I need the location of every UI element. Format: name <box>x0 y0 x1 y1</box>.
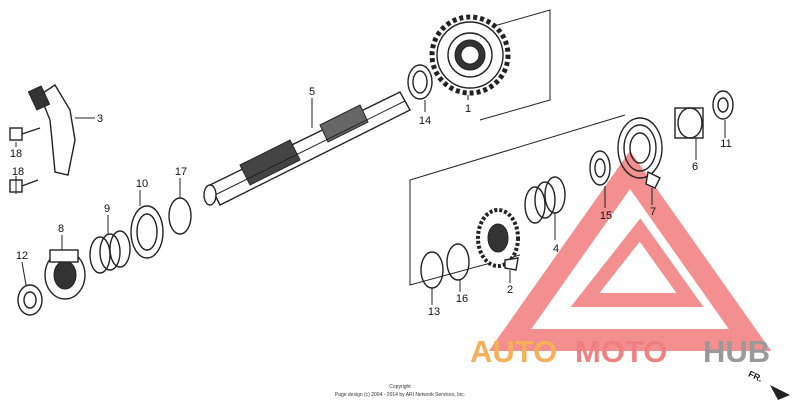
watermark-text: AUTO MOTO HUB <box>470 334 770 369</box>
callout-10: 10 <box>136 178 148 190</box>
watermark-moto: MOTO <box>575 334 667 369</box>
direction-label: FR. <box>747 369 764 384</box>
callout-2: 2 <box>507 284 513 296</box>
arrow-icon <box>770 385 790 400</box>
callout-3: 3 <box>97 113 103 125</box>
part-11-washer[interactable] <box>712 90 734 120</box>
part-4-spring[interactable] <box>524 176 566 224</box>
frame-bracket-lower <box>409 114 626 286</box>
part-18-bolt-upper[interactable] <box>9 127 41 141</box>
callout-12: 12 <box>16 250 28 262</box>
part-14-washer[interactable] <box>407 64 433 100</box>
callout-15: 15 <box>600 210 612 222</box>
part-16-clip[interactable] <box>446 243 470 281</box>
part-8-hub[interactable] <box>44 249 86 300</box>
callout-13: 13 <box>428 306 440 318</box>
watermark-auto: AUTO <box>470 334 557 369</box>
leader-lines <box>15 95 726 305</box>
part-12-washer[interactable] <box>17 284 43 316</box>
callout-7: 7 <box>650 206 656 218</box>
callout-18-lower: 18 <box>12 166 24 178</box>
watermark-logo-triangle <box>488 150 772 351</box>
part-17-circlip[interactable] <box>168 197 192 235</box>
callout-11: 11 <box>720 138 731 150</box>
part-7-spring[interactable] <box>617 117 663 189</box>
callout-1: 1 <box>465 103 471 115</box>
part-10-ring[interactable] <box>130 205 164 259</box>
part-5-shaft[interactable] <box>203 91 411 206</box>
part-3-bracket[interactable] <box>27 84 76 176</box>
part-13-clip[interactable] <box>420 251 444 289</box>
callout-9: 9 <box>104 203 110 215</box>
part-9-spring[interactable] <box>89 230 131 274</box>
copyright-line1: Copyright <box>389 384 411 390</box>
watermark-hub: HUB <box>703 334 770 369</box>
part-15-washer[interactable] <box>589 150 611 186</box>
part-6-collar[interactable] <box>674 107 704 139</box>
callout-4: 4 <box>553 243 559 255</box>
part-1-gear[interactable] <box>429 14 511 96</box>
frame-bracket-upper <box>444 9 551 121</box>
callout-5: 5 <box>309 86 315 98</box>
copyright-line2: Page design (c) 2004 - 2014 by ARI Netwo… <box>335 392 465 398</box>
callout-14: 14 <box>419 115 431 127</box>
callout-17: 17 <box>175 166 187 178</box>
callout-8: 8 <box>58 223 64 235</box>
callout-6: 6 <box>692 161 698 173</box>
direction-indicator: FR. <box>747 369 790 400</box>
part-2-ratchet[interactable] <box>476 208 520 271</box>
callout-18-upper: 18 <box>10 148 22 160</box>
callout-16: 16 <box>456 293 468 305</box>
part-18-bolt-lower[interactable] <box>9 179 39 193</box>
